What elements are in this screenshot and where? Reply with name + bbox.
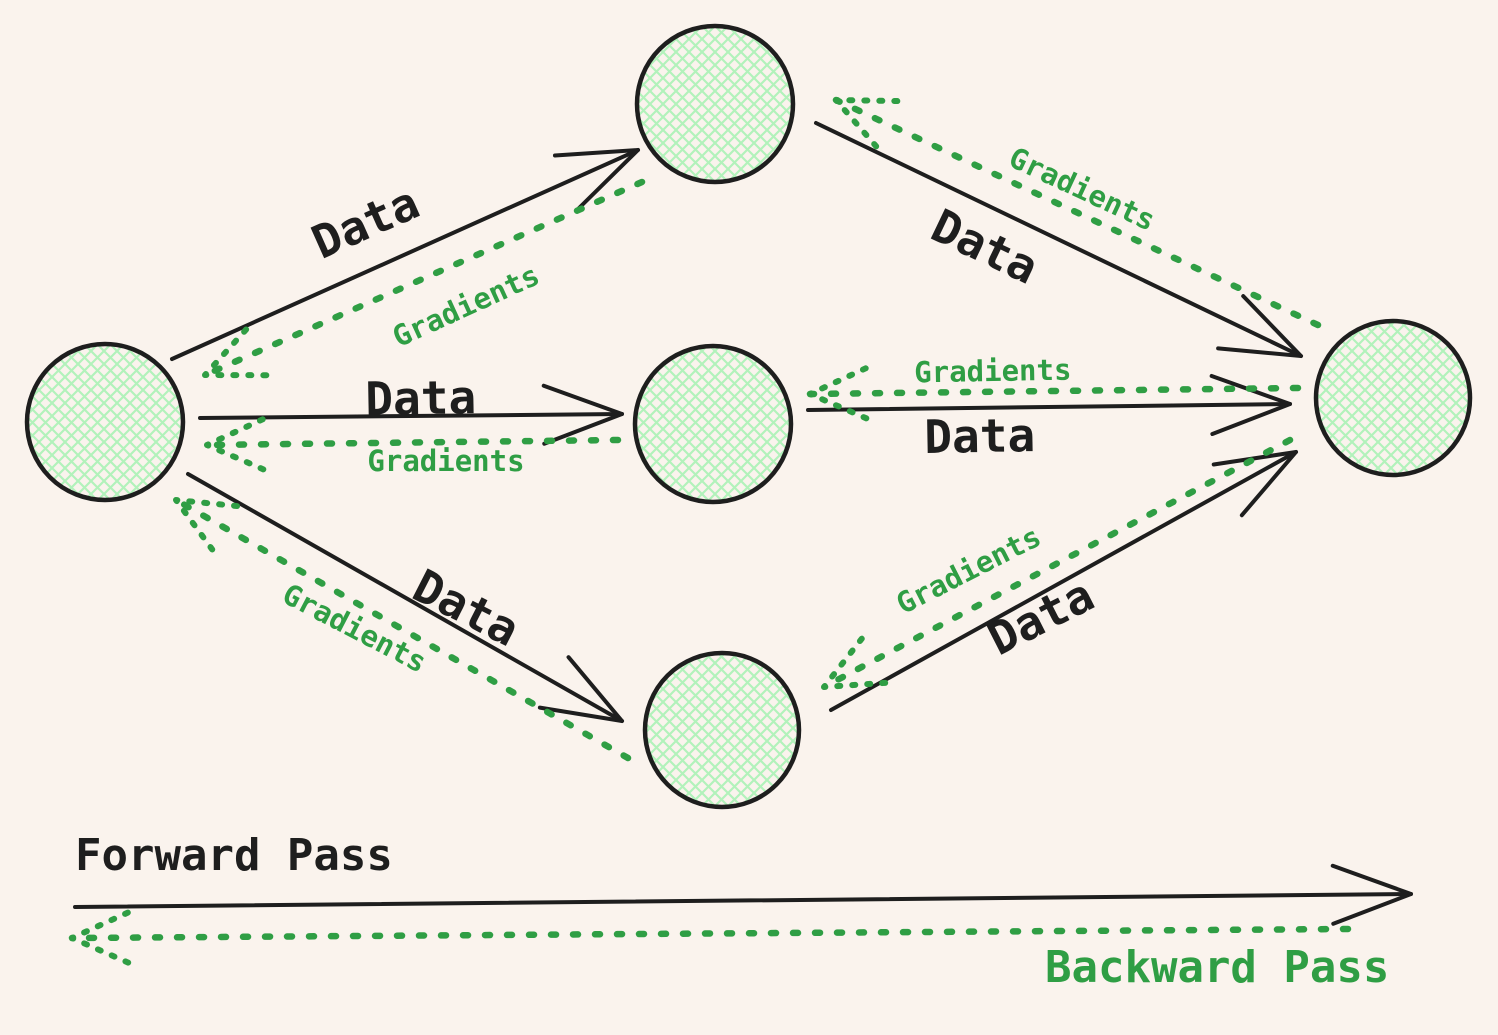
forward-arrow-middle-output — [806, 373, 1292, 436]
node-hidden-top — [634, 23, 796, 185]
backward-arrows — [176, 100, 1322, 762]
gradients-label-bottom-input: Gradients — [277, 577, 432, 680]
node-input — [24, 341, 186, 503]
data-label-input-bottom: Data — [405, 559, 528, 657]
backward-arrow-output-top — [836, 100, 1322, 329]
backward-arrow-middle-input — [207, 440, 622, 445]
backward-arrow-top-input — [205, 178, 646, 375]
legend-backward-label: Backward Pass — [1045, 942, 1389, 993]
backward-arrow-output-bottom — [824, 436, 1294, 687]
legend-forward-label: Forward Pass — [75, 830, 393, 881]
backward-arrow-output-middle — [810, 388, 1302, 394]
data-label-input-middle: Data — [365, 370, 477, 426]
node-hidden-middle — [632, 343, 794, 505]
data-label-input-top: Data — [304, 175, 427, 269]
legend: Forward Pass Backward Pass — [72, 830, 1413, 993]
forward-arrow-bottom-output — [829, 450, 1298, 712]
legend-forward-arrow — [73, 863, 1413, 926]
data-label-middle-output: Data — [924, 408, 1036, 464]
backward-arrow-bottom-input — [176, 500, 632, 762]
nodes — [24, 23, 1473, 810]
gradients-label-top-input: Gradients — [387, 258, 544, 354]
forward-arrow-top-output — [814, 121, 1303, 358]
data-label-bottom-output: Data — [979, 568, 1102, 666]
node-hidden-bottom — [642, 650, 802, 810]
forward-arrow-input-bottom — [186, 472, 624, 723]
node-output — [1313, 318, 1473, 478]
data-label-top-output: Data — [923, 198, 1046, 294]
gradients-label-output-middle: Gradients — [914, 353, 1072, 390]
gradients-label-middle-input: Gradients — [367, 444, 524, 478]
legend-backward-arrow — [72, 929, 1352, 938]
